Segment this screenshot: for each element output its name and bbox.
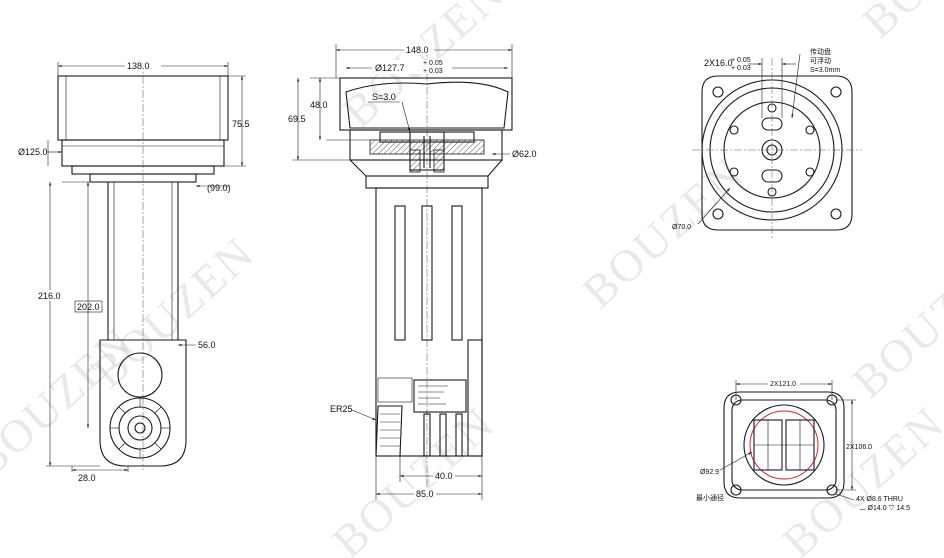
dim-width: 138.0: [127, 61, 150, 71]
watermark-4: BOUZEN: [573, 147, 755, 318]
label-min: 最小通径: [696, 493, 724, 502]
middle-view: 148.0 Ø127.7 + 0.05 + 0.03 48.0 69.5 S=3…: [288, 44, 537, 500]
dim-width-arm: 56.0: [198, 340, 216, 350]
tol-plus-tr: + 0.05: [731, 57, 751, 64]
dim-69: 69.5: [288, 114, 306, 124]
dim-pilot-dia: Ø127.7: [375, 63, 405, 73]
watermark-7: BOUZEN: [0, 317, 144, 488]
dim-width-top: 148.0: [406, 45, 429, 55]
label-collet: ER25: [330, 404, 353, 414]
dim-85: 85.0: [416, 489, 434, 499]
note-line3: S=3.0mm: [810, 67, 840, 74]
dim-length-total: 216.0: [38, 291, 61, 301]
dim-x: 2X121.0: [770, 381, 796, 388]
dim-length-boxed: 202.0: [77, 302, 100, 312]
dim-48: 48.0: [310, 100, 328, 110]
dim-dia-tr: Ø70.0: [672, 224, 691, 231]
watermark-3: BOUZEN: [323, 397, 505, 558]
watermark-6: BOUZEN: [853, 0, 944, 47]
dim-bottom: 28.0: [78, 473, 96, 483]
dim-y: 2X106.0: [846, 444, 872, 451]
hole-note-1: 4X Ø8.6 THRU: [856, 496, 903, 503]
bottom-right-view: 2X121.0 2X106.0 Ø92.9 最小通径 4X Ø8.6 THRU …: [696, 378, 910, 512]
dim-dia-br: Ø92.9: [700, 469, 719, 476]
watermark-8: BOUZEN: [843, 237, 944, 408]
tol-plus2-tr: + 0.03: [731, 65, 751, 72]
hole-note-2: ⌴ Ø14.0 ▽ 14.5: [860, 505, 910, 512]
dim-shaft-dia: Ø62.0: [512, 149, 537, 159]
dim-slot: 2X16.0: [704, 58, 733, 68]
tol-plus2: + 0.03: [423, 68, 443, 75]
top-right-view: 2X16.0 + 0.05 + 0.03 传动盘 可浮动 S=3.0mm Ø70…: [672, 47, 862, 240]
note-line2: 可浮动: [810, 56, 831, 65]
dim-dia-flange: Ø125.0: [18, 147, 48, 157]
watermark-5: BOUZEN: [773, 397, 944, 558]
dim-height-flange: 75.5: [232, 119, 250, 129]
left-view: 138.0 75.5 Ø125.0 (99.0) 216.0 202.0 56.…: [18, 60, 250, 483]
dim-s: S=3.0: [372, 92, 396, 102]
dim-40: 40.0: [435, 471, 453, 481]
dim-offset: (99.0): [207, 183, 231, 193]
tol-plus: + 0.05: [423, 60, 443, 67]
note-line1: 传动盘: [810, 47, 831, 56]
